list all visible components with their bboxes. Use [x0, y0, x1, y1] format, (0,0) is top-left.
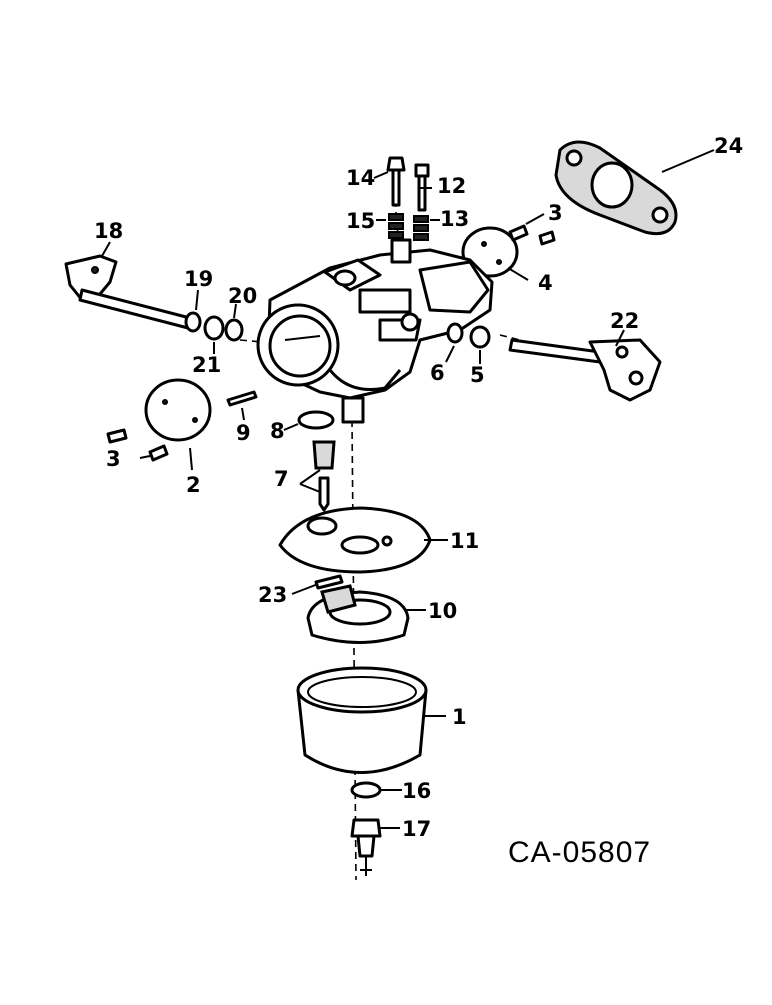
- float-bowl-1: [296, 666, 428, 774]
- callout-17: 17: [402, 817, 431, 841]
- inlet-needle-and-seat-7: [312, 440, 336, 512]
- callout-9: 9: [236, 421, 251, 445]
- bushing-21: [203, 315, 225, 341]
- callout-21: 21: [192, 353, 221, 377]
- callout-5: 5: [470, 363, 485, 387]
- spring-13: [413, 215, 429, 241]
- gasket-8: [297, 410, 335, 430]
- callout-3-lower: 3: [106, 447, 121, 471]
- callout-6: 6: [430, 361, 445, 385]
- callout-19: 19: [184, 267, 213, 291]
- float-10: [306, 584, 410, 644]
- callout-15: 15: [346, 209, 375, 233]
- bowl-gasket-11: [278, 506, 432, 574]
- callout-2: 2: [186, 473, 201, 497]
- seal-20: [224, 318, 244, 342]
- callout-20: 20: [228, 284, 257, 308]
- callout-24: 24: [714, 134, 743, 158]
- bushing-5: [469, 325, 491, 349]
- callout-labels: 24 14 12 15 13 3 4 18 19 20 21 22 6 5 9 …: [94, 134, 743, 841]
- callout-22: 22: [610, 309, 639, 333]
- bowl-drain-17: [350, 818, 382, 876]
- callout-12: 12: [437, 174, 466, 198]
- leader-lines: [101, 149, 715, 829]
- drawing-code: CA-05807: [508, 836, 651, 869]
- callout-18: 18: [94, 219, 123, 243]
- choke-shaft-18: [64, 254, 192, 330]
- washer-19: [184, 311, 202, 333]
- pin-9: [226, 390, 258, 407]
- callout-13: 13: [440, 207, 469, 231]
- centerline-vertical: [351, 419, 357, 881]
- gasket-16: [350, 781, 382, 799]
- callout-23: 23: [258, 583, 287, 607]
- flange-gasket-24: [554, 140, 678, 236]
- callout-10: 10: [428, 599, 457, 623]
- callout-3-upper: 3: [548, 201, 563, 225]
- throttle-shaft-22: [508, 338, 662, 402]
- throttle-plate-4: [461, 226, 519, 278]
- idle-screw-14: [386, 156, 406, 207]
- callout-11: 11: [450, 529, 479, 553]
- seal-6: [446, 322, 464, 344]
- screw-3-upper: [508, 224, 556, 246]
- callout-4: 4: [538, 271, 553, 295]
- mixture-screw-12: [414, 163, 430, 212]
- callout-8: 8: [270, 419, 285, 443]
- carburetor-body: [256, 238, 494, 424]
- spring-15: [388, 213, 404, 239]
- callout-14: 14: [346, 166, 375, 190]
- callout-1: 1: [452, 705, 467, 729]
- screw-3-lower: [106, 428, 169, 462]
- choke-plate-2: [144, 378, 212, 442]
- callout-16: 16: [402, 779, 431, 803]
- callout-7: 7: [274, 467, 289, 491]
- float-pin-23: [314, 574, 344, 590]
